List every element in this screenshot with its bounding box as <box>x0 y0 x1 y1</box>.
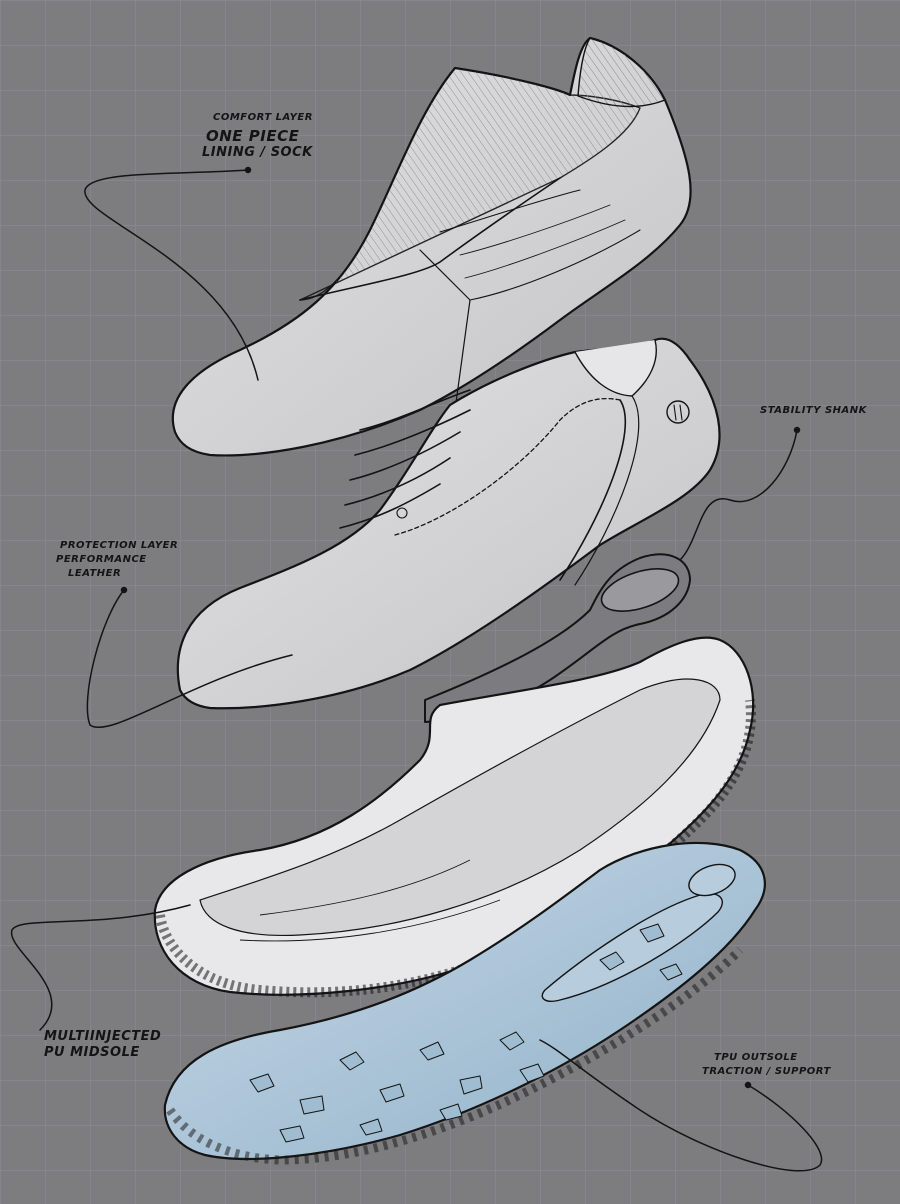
stability-shank-title: STABILITY SHANK <box>760 405 867 416</box>
leader-lines <box>11 166 823 1172</box>
protection-layer-upper <box>176 337 721 710</box>
comfort-layer-line1: ONE PIECE <box>206 127 300 145</box>
pu-midsole <box>153 636 756 998</box>
comfort-layer-title: COMFORT LAYER <box>213 112 313 123</box>
protection-layer-line2: PERFORMANCE <box>56 554 147 565</box>
protection-layer-line1: PROTECTION LAYER <box>60 540 179 551</box>
comfort-layer-line2: LINING / SOCK <box>202 145 313 160</box>
outsole-line1: TPU OUTSOLE <box>714 1052 798 1063</box>
tpu-outsole <box>163 841 766 1165</box>
midsole-line1: MULTIINJECTED <box>44 1029 162 1044</box>
comfort-layer-sock <box>171 36 692 457</box>
stability-shank <box>424 553 691 723</box>
protection-layer-line3: LEATHER <box>68 568 122 579</box>
outsole-line2: TRACTION / SUPPORT <box>702 1066 831 1077</box>
midsole-line2: PU MIDSOLE <box>44 1045 140 1060</box>
